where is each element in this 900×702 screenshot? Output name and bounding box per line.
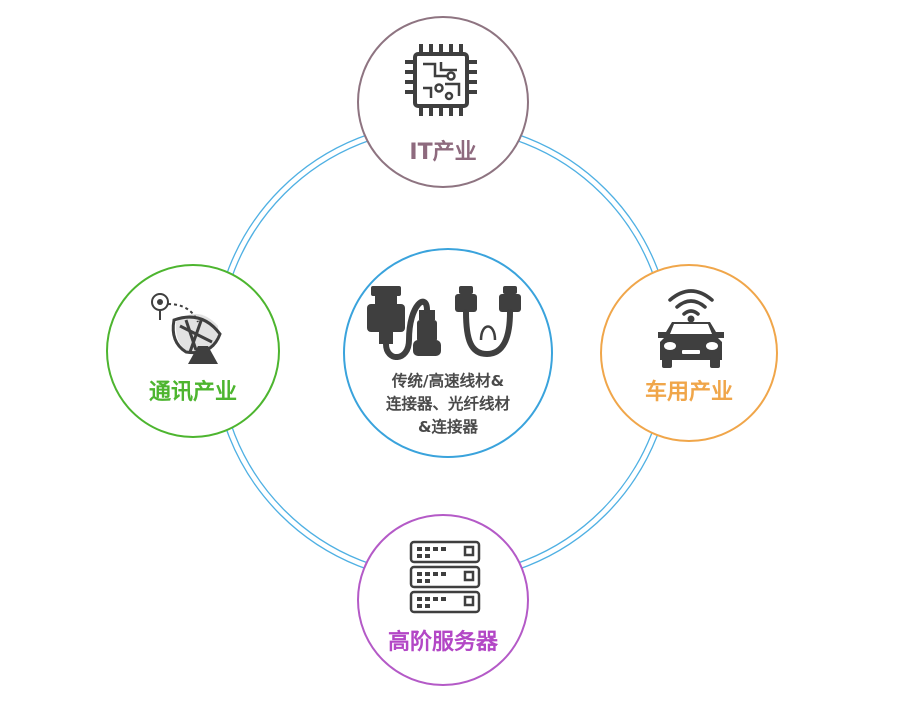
cable-connector-icon xyxy=(367,286,521,360)
node-it-industry: IT产业 xyxy=(357,16,529,188)
node-telecom-label: 通讯产业 xyxy=(148,380,237,405)
connected-car-icon xyxy=(658,289,724,368)
satellite-dish-icon xyxy=(151,293,222,364)
server-rack-icon xyxy=(409,540,481,614)
node-it-label: IT产业 xyxy=(409,140,477,165)
center-label-line-1: 传统/高速线材& xyxy=(391,372,505,390)
node-telecom-industry: 通讯产业 xyxy=(106,264,280,438)
node-automotive-industry: 车用产业 xyxy=(600,264,778,442)
center-label-line-2: 连接器、光纤线材 xyxy=(385,395,510,413)
node-server-label: 高阶服务器 xyxy=(387,630,498,655)
chip-icon xyxy=(405,44,477,116)
node-automotive-label: 车用产业 xyxy=(644,380,733,405)
center-node: 传统/高速线材& 连接器、光纤线材 &连接器 xyxy=(343,248,553,458)
node-server: 高阶服务器 xyxy=(357,514,529,686)
center-label-line-3: &连接器 xyxy=(417,418,479,436)
